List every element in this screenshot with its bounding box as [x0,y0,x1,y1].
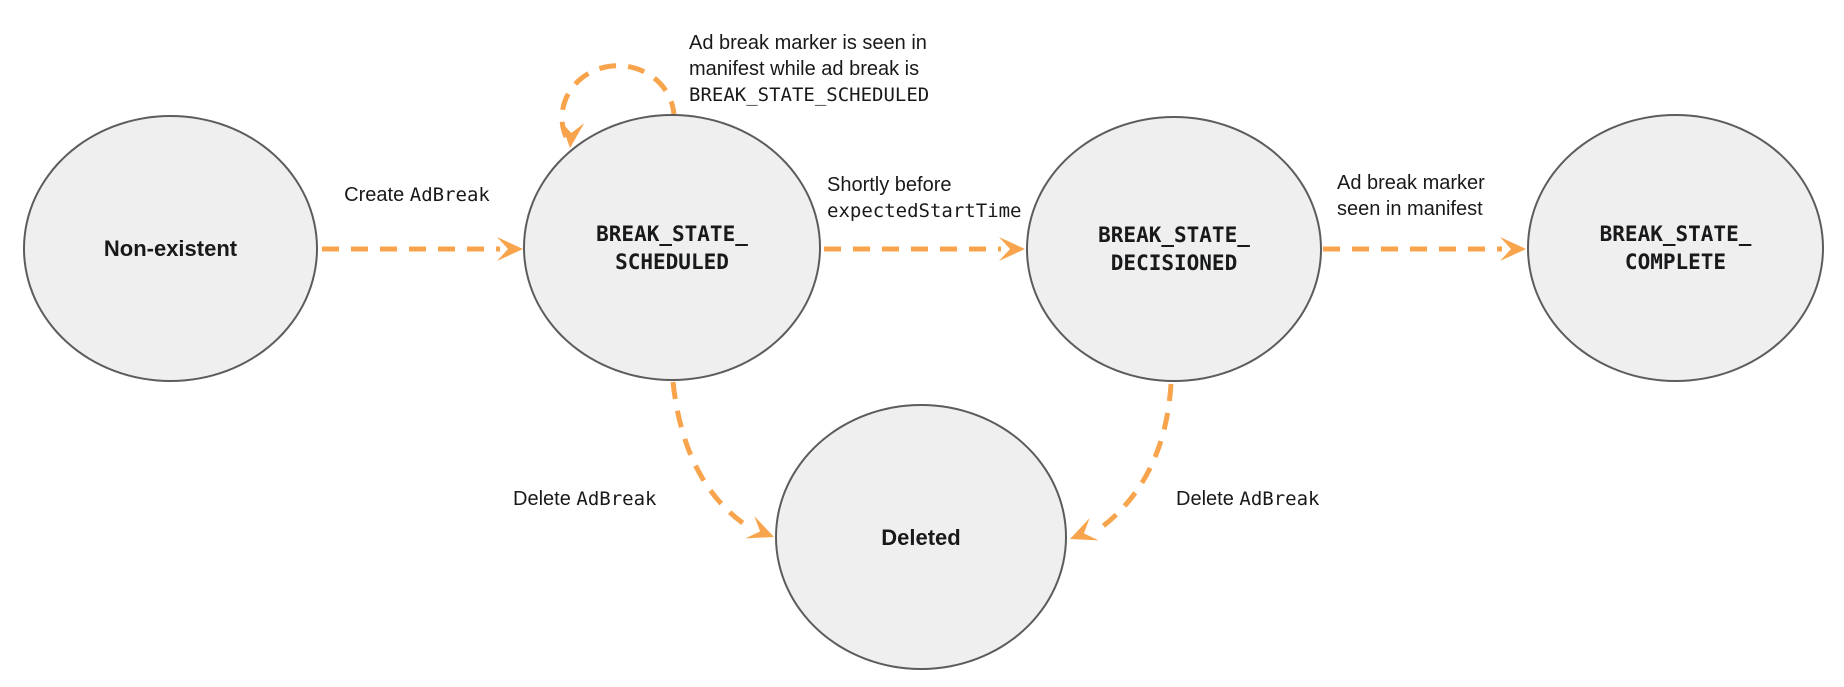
edge-label-delete-left-text: Delete [513,488,577,510]
edge-label-marker-seen: Ad break marker seen in manifest [1337,170,1485,222]
edge-label-self-loop-line1: Ad break marker is seen in [689,32,927,54]
edge-label-create-adbreak-code: AdBreak [409,184,490,206]
edge-delete-from-decisioned-arrowhead-icon [1070,518,1099,541]
edge-delete-from-scheduled-arrowhead-icon [745,516,774,539]
state-node-break-state-complete: BREAK_STATE_ COMPLETE [1527,114,1824,382]
state-label-decisioned-line1: BREAK_STATE_ [1098,223,1250,247]
state-label-scheduled-line2: SCHEDULED [615,249,729,274]
edge-label-marker-seen-line2: seen in manifest [1337,198,1483,220]
state-label-complete-line1: BREAK_STATE_ [1599,222,1752,246]
edge-to-decisioned-arrowhead-icon [999,237,1025,261]
edge-label-self-loop-line2: manifest while ad break is [689,58,920,80]
edge-label-delete-left-code: AdBreak [576,488,657,510]
edge-label-create-adbreak: Create AdBreak [317,182,517,208]
edge-label-shortly-before: Shortly before expectedStartTime [827,172,1021,224]
edge-delete-from-scheduled-arrow [670,381,749,529]
edge-create-adbreak-arrowhead-icon [497,237,523,261]
edge-to-complete-arrowhead-icon [1500,237,1526,261]
state-label-deleted: Deleted [881,524,961,550]
edge-delete-from-decisioned-arrow [1100,383,1174,529]
state-node-deleted: Deleted [775,404,1067,670]
edge-label-marker-seen-line1: Ad break marker [1337,172,1485,194]
edge-label-shortly-before-code: expectedStartTime [827,200,1022,222]
edge-label-delete-right-text: Delete [1176,488,1240,510]
state-node-non-existent: Non-existent [23,115,318,382]
edge-self-loop-arrow [559,63,677,138]
state-label-scheduled-line1: BREAK_STATE_ [596,221,748,246]
state-label-complete-line2: COMPLETE [1624,250,1727,274]
edge-label-delete-adbreak-right: Delete AdBreak [1176,486,1319,512]
state-label-non-existent: Non-existent [103,236,238,261]
state-node-break-state-scheduled: BREAK_STATE_ SCHEDULED [523,114,821,381]
edge-label-shortly-before-line1: Shortly before [827,174,952,196]
state-node-break-state-decisioned: BREAK_STATE_ DECISIONED [1026,116,1322,382]
edge-label-self-loop: Ad break marker is seen in manifest whil… [689,30,929,108]
edge-label-delete-right-code: AdBreak [1239,488,1320,510]
edge-label-create-adbreak-text: Create [344,184,410,206]
state-label-decisioned-line2: DECISIONED [1110,251,1238,275]
edge-label-self-loop-code: BREAK_STATE_SCHEDULED [689,84,930,106]
edge-label-delete-adbreak-left: Delete AdBreak [513,486,656,512]
edge-self-loop-arrowhead-icon [560,121,585,148]
